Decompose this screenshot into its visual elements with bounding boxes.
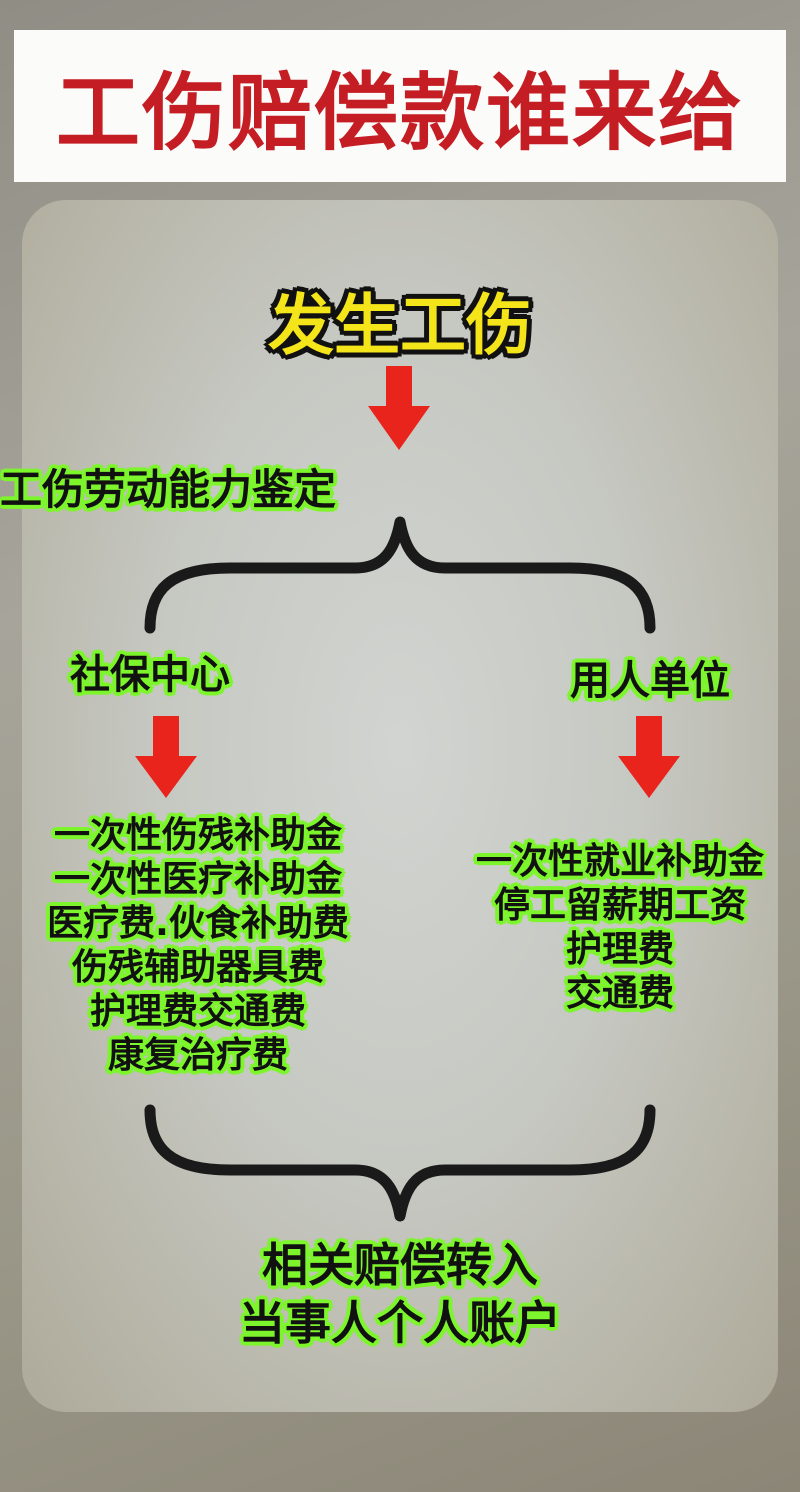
list-item: 康复治疗费 — [107, 1035, 288, 1076]
result-text: 相关赔偿转入 当事人个人账户 — [0, 1236, 800, 1352]
list-item: 一次性伤残补助金 — [53, 815, 342, 856]
assessment-label: 工伤劳动能力鉴定 — [0, 465, 337, 514]
list-item: 停工留薪期工资 — [493, 885, 746, 926]
list-item: 护理费交通费 — [89, 991, 306, 1032]
page-title: 工伤赔偿款谁来给 — [55, 63, 744, 162]
left-branch-heading: 社保中心 — [70, 652, 230, 698]
title-banner: 工伤赔偿款谁来给 — [14, 30, 786, 182]
list-item: 一次性就业补助金 — [475, 841, 764, 882]
arrow-down-icon — [135, 716, 197, 798]
list-item: 一次性医疗补助金 — [53, 859, 342, 900]
list-item: 护理费 — [565, 929, 674, 970]
left-benefit-list: 一次性伤残补助金 一次性医疗补助金 医疗费.伙食补助费 伤残辅助器具费 护理费交… — [18, 814, 378, 1078]
merge-brace — [144, 1104, 656, 1222]
result-line-2: 当事人个人账户 — [239, 1296, 561, 1350]
arrow-down-icon — [368, 366, 430, 450]
split-brace — [144, 516, 656, 634]
event-heading: 发生工伤 — [268, 287, 532, 364]
list-item: 交通费 — [565, 973, 674, 1014]
right-branch-heading: 用人单位 — [570, 658, 730, 704]
list-item: 医疗费.伙食补助费 — [47, 903, 349, 944]
result-line-1: 相关赔偿转入 — [262, 1238, 538, 1292]
list-item: 伤残辅助器具费 — [71, 947, 324, 988]
arrow-down-icon — [618, 716, 680, 798]
right-benefit-list: 一次性就业补助金 停工留薪期工资 护理费 交通费 — [440, 840, 800, 1016]
